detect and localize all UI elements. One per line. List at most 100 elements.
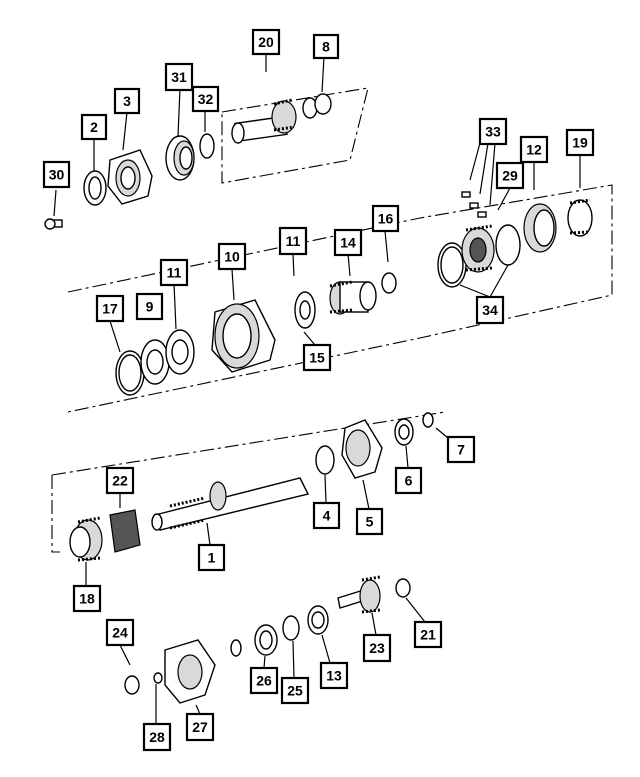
callout-11-left: 11 [159, 258, 189, 287]
callout-33: 33 [478, 117, 508, 146]
callout-4: 4 [312, 501, 341, 530]
callout-32: 32 [191, 85, 220, 113]
callout-33-label: 33 [485, 124, 501, 140]
part-10-carrier [211, 299, 276, 373]
callout-17-label: 17 [102, 301, 118, 317]
part-26-seal [254, 624, 278, 656]
callout-12: 12 [519, 135, 549, 164]
part-34-ring-2 [495, 224, 521, 266]
callout-27-label: 27 [192, 719, 208, 735]
callout-28: 28 [142, 722, 172, 752]
callout-11-left-label: 11 [167, 265, 182, 281]
callout-2-label: 2 [90, 119, 98, 135]
callout-29: 29 [495, 161, 525, 190]
part-27-yoke [164, 639, 216, 704]
callout-20-label: 20 [258, 34, 274, 50]
part-11-plate-2 [294, 291, 316, 329]
callout-29-label: 29 [502, 168, 518, 184]
part-17-ring [115, 350, 145, 396]
part-5-housing [341, 419, 383, 479]
part-14-gear [329, 280, 377, 315]
callout-25: 25 [280, 676, 310, 705]
part-7-ring [422, 412, 434, 428]
callout-19-label: 19 [572, 135, 588, 151]
callout-8: 8 [312, 33, 340, 60]
callout-6: 6 [394, 466, 423, 495]
callout-3-label: 3 [123, 93, 131, 109]
part-20-shaft [231, 98, 297, 144]
leader-lines [53, 53, 581, 724]
part-25-ring [282, 615, 300, 641]
part-31-bearing [165, 135, 195, 181]
callout-26-label: 26 [256, 673, 272, 689]
callout-30: 30 [42, 160, 71, 189]
callout-11-right: 11 [278, 226, 308, 256]
callout-3: 3 [113, 87, 141, 115]
part-4-ring [315, 445, 335, 475]
callout-7: 7 [446, 435, 476, 464]
callout-26: 26 [249, 666, 279, 695]
callout-5-label: 5 [366, 514, 374, 530]
part-13-bearing [307, 605, 329, 635]
callout-6-label: 6 [405, 473, 413, 489]
callout-30-label: 30 [49, 167, 65, 183]
part-seal [230, 639, 242, 657]
callout-19: 19 [565, 128, 595, 157]
callout-22-label: 22 [112, 473, 128, 489]
callout-16: 16 [371, 204, 400, 233]
callout-24-label: 24 [112, 625, 128, 641]
callout-18-label: 18 [79, 591, 95, 607]
callout-34-label: 34 [482, 302, 498, 318]
callout-34: 34 [475, 295, 505, 325]
callout-8-label: 8 [322, 39, 330, 55]
part-32-snap-ring [199, 133, 215, 159]
part-2-ring [83, 170, 107, 206]
part-19-ring-gear [567, 198, 593, 237]
callout-14: 14 [333, 228, 363, 257]
callout-23: 23 [362, 633, 392, 663]
callout-27: 27 [185, 712, 215, 742]
part-12-sleeve [523, 203, 557, 253]
callout-31-label: 31 [171, 69, 187, 85]
part-1-mainshaft [151, 477, 310, 531]
callout-17: 17 [95, 294, 125, 323]
part-34-ring [437, 242, 467, 288]
part-33-struts [461, 191, 487, 218]
callout-32-label: 32 [198, 91, 214, 107]
part-18-gear [69, 516, 103, 562]
callout-4-label: 4 [323, 508, 331, 524]
callout-7-label: 7 [457, 442, 465, 458]
callout-12-label: 12 [526, 142, 542, 158]
callout-18: 18 [72, 584, 102, 613]
callout-2: 2 [80, 113, 108, 141]
part-28-nut [124, 672, 163, 695]
callout-28-label: 28 [149, 729, 165, 745]
part-21-bearing [395, 578, 411, 598]
part-30-bolt [44, 218, 63, 230]
callout-15-label: 15 [309, 350, 325, 366]
part-23-output-shaft [337, 575, 381, 614]
callout-16-label: 16 [378, 211, 394, 227]
group-boundaries [51, 87, 613, 553]
part-16-ring [381, 272, 397, 294]
callout-9: 9 [135, 292, 164, 321]
callout-5: 5 [355, 507, 384, 536]
callout-9-label: 9 [146, 299, 154, 315]
part-11-plate [165, 329, 195, 375]
part-9-plate [140, 339, 170, 385]
callout-25-label: 25 [287, 683, 303, 699]
callout-21: 21 [413, 620, 443, 649]
callout-20: 20 [251, 28, 281, 56]
callout-24: 24 [105, 618, 135, 647]
callout-15: 15 [302, 343, 332, 372]
part-22-bearing [109, 509, 141, 553]
callout-10: 10 [217, 242, 247, 271]
part-6-bearing [394, 418, 414, 446]
part-3-retainer [107, 149, 153, 205]
part-29-hub [461, 224, 495, 273]
callout-1-label: 1 [208, 550, 216, 566]
callout-14-label: 14 [340, 235, 356, 251]
callout-31: 31 [164, 62, 194, 92]
callout-10-label: 10 [224, 249, 240, 265]
